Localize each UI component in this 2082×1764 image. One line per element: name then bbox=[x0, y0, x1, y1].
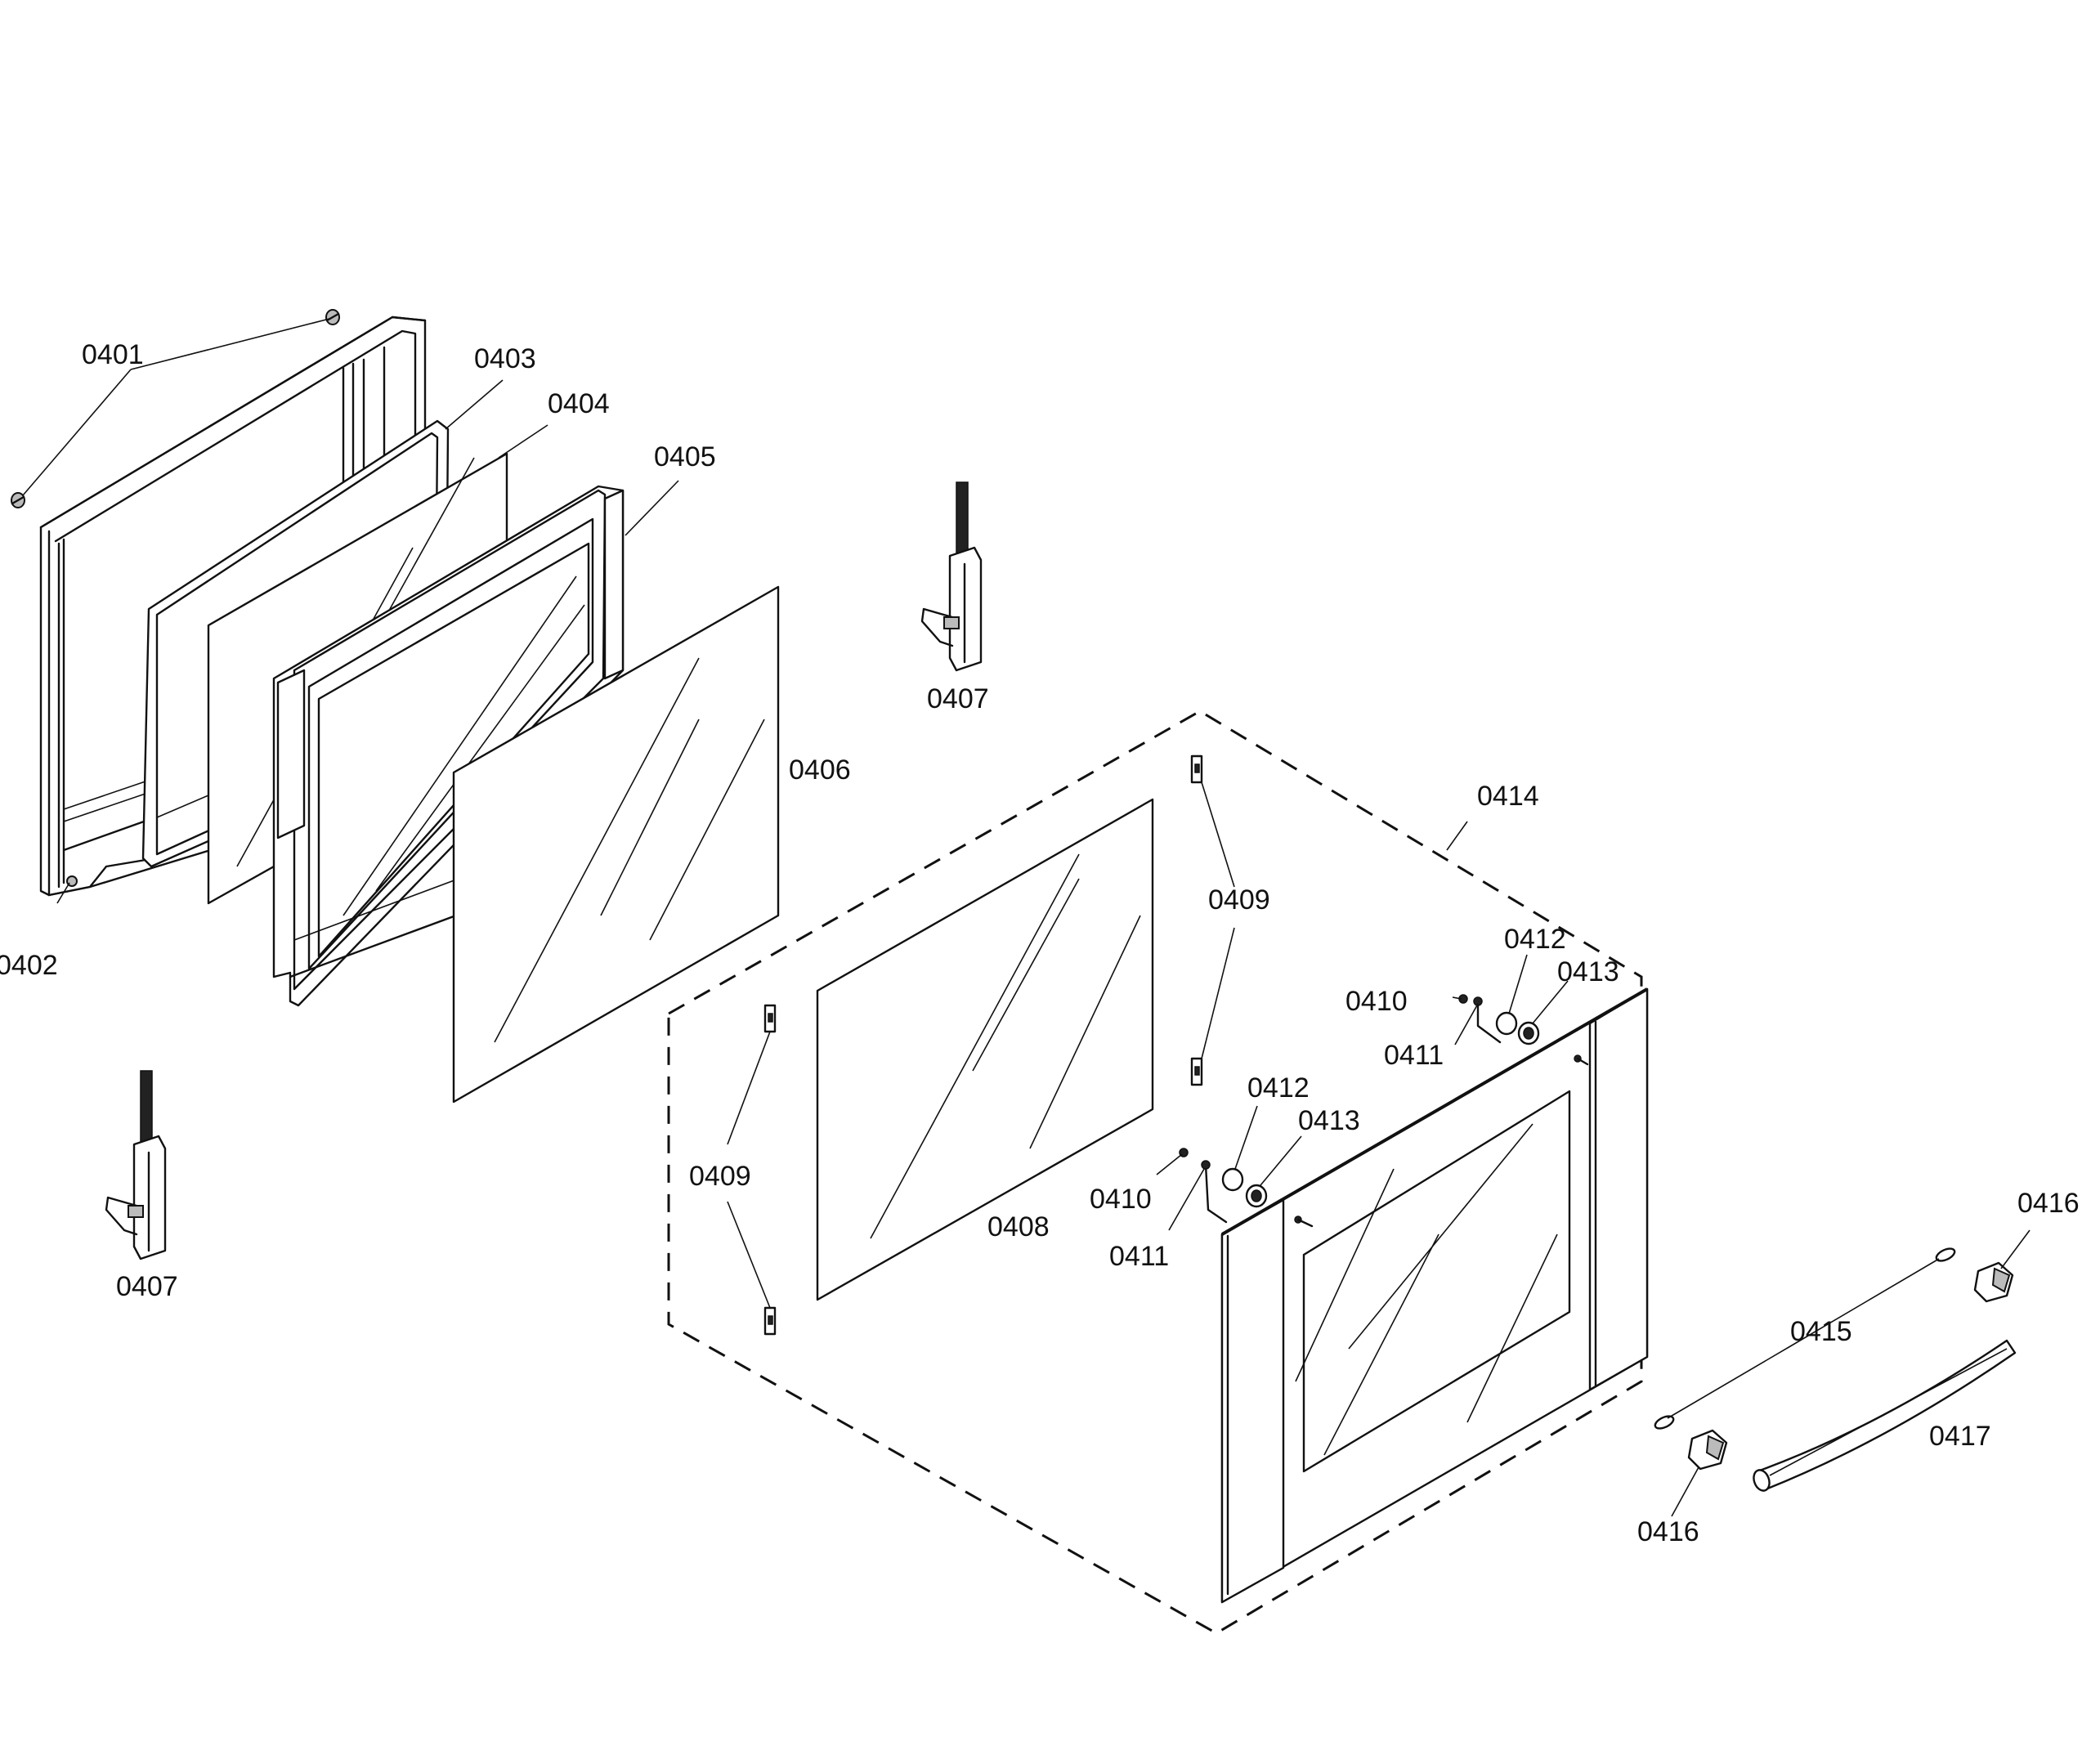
part-0408-inner-glass bbox=[816, 798, 1154, 1301]
label-0411-lower: 0411 bbox=[1109, 1241, 1169, 1272]
label-0413-upper: 0413 bbox=[1557, 956, 1619, 987]
part-0412-washer-upper bbox=[1495, 1011, 1518, 1036]
part-0413-bushing-lower bbox=[1245, 1184, 1268, 1208]
label-0411-upper: 0411 bbox=[1384, 1040, 1444, 1071]
label-0409-right: 0409 bbox=[1208, 884, 1270, 916]
part-0414-assembly-boundary bbox=[667, 710, 1643, 1635]
part-0416-end-cap-right bbox=[1973, 1261, 2014, 1303]
label-0408: 0408 bbox=[987, 1211, 1050, 1242]
part-0413-bushing-upper bbox=[1517, 1021, 1540, 1045]
label-0409-left: 0409 bbox=[689, 1161, 751, 1192]
part-0405-window-frame bbox=[272, 485, 625, 1007]
label-0412-upper: 0412 bbox=[1504, 924, 1566, 955]
part-0409-clip-top-right bbox=[1190, 754, 1203, 784]
label-0402: 0402 bbox=[0, 950, 58, 981]
part-0415-pin-left bbox=[1654, 1415, 1675, 1430]
part-0411-bracket-lower bbox=[1201, 1160, 1228, 1224]
label-0416-left: 0416 bbox=[1637, 1516, 1699, 1547]
part-0409-clip-top-left bbox=[763, 1004, 777, 1033]
part-0407-hinge-top bbox=[920, 481, 983, 672]
part-0406-outer-glass bbox=[452, 585, 780, 1104]
callout-labels: 0401 0402 0403 0404 0405 0406 0407 0407 … bbox=[0, 339, 2080, 1547]
label-0414: 0414 bbox=[1477, 781, 1539, 812]
label-0407-bottom: 0407 bbox=[116, 1271, 178, 1302]
part-0401-screw-top bbox=[325, 309, 340, 325]
part-0417-door-handle bbox=[1753, 1339, 2017, 1492]
part-0416-end-cap-left bbox=[1687, 1429, 1728, 1471]
label-0412-lower: 0412 bbox=[1247, 1072, 1310, 1104]
part-0401-screw-left bbox=[11, 492, 25, 508]
outer-door-panel bbox=[1220, 987, 1649, 1604]
part-0415-pin-right bbox=[1935, 1247, 1956, 1262]
part-0409-clip-bottom-left bbox=[763, 1306, 777, 1336]
label-0406: 0406 bbox=[789, 754, 851, 786]
label-0401: 0401 bbox=[82, 339, 144, 370]
label-0413-lower: 0413 bbox=[1298, 1105, 1360, 1136]
part-0407-hinge-bottom bbox=[105, 1070, 167, 1260]
label-0405: 0405 bbox=[654, 441, 716, 472]
label-0404: 0404 bbox=[548, 388, 610, 419]
label-0417: 0417 bbox=[1929, 1421, 1991, 1452]
label-0415: 0415 bbox=[1790, 1316, 1852, 1347]
label-0416-right: 0416 bbox=[2017, 1188, 2080, 1219]
label-0407-top: 0407 bbox=[927, 683, 989, 714]
label-0410-lower: 0410 bbox=[1090, 1184, 1152, 1215]
part-0411-bracket-upper bbox=[1473, 996, 1502, 1044]
label-0410-upper: 0410 bbox=[1345, 986, 1408, 1017]
label-0403: 0403 bbox=[474, 343, 536, 374]
part-0412-washer-lower bbox=[1221, 1167, 1244, 1192]
leader-lines bbox=[22, 318, 2031, 1517]
part-0409-clip-mid-right bbox=[1190, 1057, 1203, 1086]
